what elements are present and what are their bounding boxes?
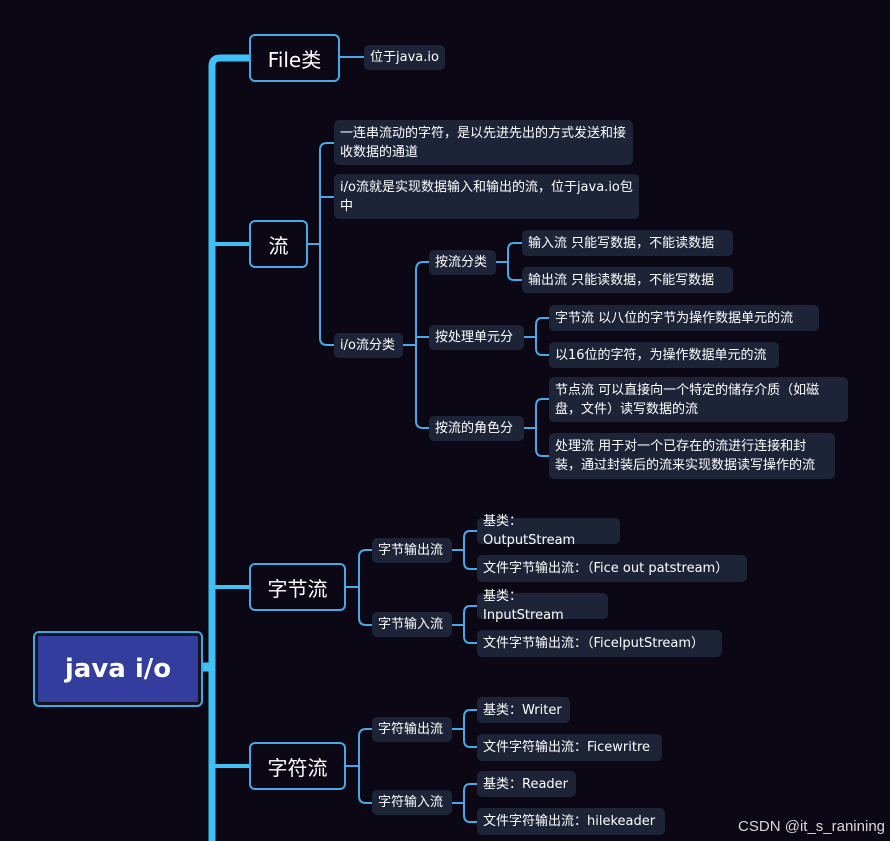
node-char-input-file[interactable]: 文件字符输出流：hilekeader — [477, 808, 665, 835]
node-io-classification[interactable]: i/o流分类 — [334, 333, 403, 358]
node-stream-definition[interactable]: 一连串流动的字符，是以先进先出的方式发送和接收数据的通道 — [334, 120, 633, 165]
node-char-stream[interactable]: 字符流 — [249, 742, 346, 790]
node-char-unit[interactable]: 以16位的字符，为操作数据单元的流 — [549, 342, 779, 368]
node-char-output[interactable]: 字符输出流 — [372, 717, 452, 742]
node-processing-stream[interactable]: 处理流 用于对一个已存在的流进行连接和封装，通过封装后的流来实现数据读写操作的流 — [549, 433, 835, 479]
node-by-role[interactable]: 按流的角色分 — [429, 416, 524, 441]
node-byte-stream[interactable]: 字节流 — [249, 563, 346, 611]
node-output-stream[interactable]: 输出流 只能读数据，不能写数据 — [522, 267, 733, 293]
node-char-input[interactable]: 字符输入流 — [372, 790, 452, 815]
node-file-location[interactable]: 位于java.io — [364, 45, 445, 70]
node-byte-output-base[interactable]: 基类：OutputStream — [477, 514, 620, 548]
node-byte-input-base[interactable]: 基类：InputStream — [477, 589, 608, 623]
node-io-definition[interactable]: i/o流就是实现数据输入和输出的流，位于java.io包中 — [334, 174, 639, 219]
node-byte-input-file[interactable]: 文件字节输出流：（FicelputStream） — [477, 630, 722, 657]
node-byte-unit[interactable]: 字节流 以八位的字节为操作数据单元的流 — [549, 305, 819, 331]
node-char-output-base[interactable]: 基类：Writer — [477, 697, 570, 723]
node-char-input-base[interactable]: 基类：Reader — [477, 771, 576, 797]
root-node[interactable]: java i/o — [33, 631, 203, 707]
node-file-class[interactable]: File类 — [249, 34, 340, 82]
node-stream[interactable]: 流 — [249, 220, 308, 268]
node-char-output-file[interactable]: 文件字符输出流：Ficewritre — [477, 734, 662, 761]
node-byte-output[interactable]: 字节输出流 — [372, 538, 452, 563]
node-by-unit[interactable]: 按处理单元分 — [429, 325, 524, 350]
node-byte-output-file[interactable]: 文件字节输出流：（Fice out patstream） — [477, 555, 747, 582]
node-by-direction[interactable]: 按流分类 — [429, 250, 496, 275]
node-input-stream[interactable]: 输入流 只能写数据，不能读数据 — [522, 230, 733, 256]
watermark: CSDN @it_s_ranining — [738, 818, 885, 835]
node-node-stream[interactable]: 节点流 可以直接向一个特定的储存介质（如磁盘，文件）读写数据的流 — [549, 377, 848, 422]
node-byte-input[interactable]: 字节输入流 — [372, 612, 452, 637]
